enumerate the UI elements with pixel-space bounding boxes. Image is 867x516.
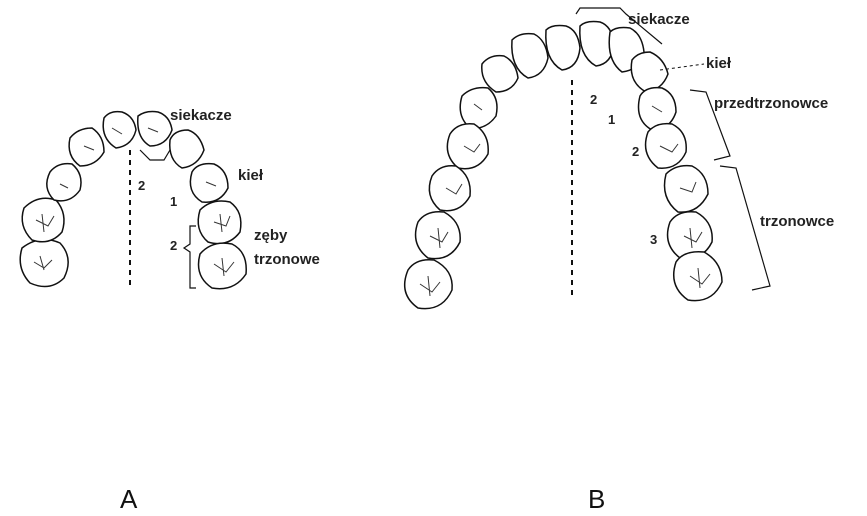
a-incisor-right-1 (138, 112, 172, 147)
a-incisor-left-1 (103, 112, 136, 148)
b-canine-leader (660, 64, 704, 70)
a-count-canine: 1 (170, 194, 177, 209)
a-incisor-right-2 (170, 130, 204, 168)
a-label-incisors: siekacze (170, 107, 232, 124)
a-label-molars-line1: zęby (254, 227, 288, 244)
b-count-molars: 3 (650, 232, 657, 247)
a-label-molars-line2: trzonowe (254, 251, 320, 268)
diagram-b: siekacze kieł przedtrzonowce trzonowce 2… (405, 8, 835, 514)
b-caption: B (588, 484, 605, 514)
b-premolar-right-2 (665, 166, 709, 213)
b-label-premolars: przedtrzonowce (714, 95, 828, 112)
a-count-incisors: 2 (138, 178, 145, 193)
diagram-a-teeth (20, 112, 246, 289)
b-incisor-center-1 (546, 26, 580, 71)
b-premolar-left-2 (429, 166, 470, 211)
a-molar-right-2 (199, 243, 247, 289)
b-label-molars: trzonowce (760, 213, 834, 230)
diagram-a: siekacze kieł zęby trzonowe 2 1 2 A (20, 107, 320, 514)
a-label-canine: kieł (238, 167, 264, 184)
b-incisor-right-2 (631, 52, 668, 92)
b-label-canine: kieł (706, 55, 732, 72)
b-molar-right-1 (668, 212, 713, 259)
a-count-molars: 2 (170, 238, 177, 253)
b-count-premolars: 2 (632, 144, 639, 159)
a-molar-bracket (184, 226, 196, 288)
b-premolar-left-1 (447, 124, 488, 169)
b-molar-right-2 (674, 252, 722, 301)
b-count-canine: 1 (608, 112, 615, 127)
a-canine-left (47, 164, 81, 201)
b-count-incisors: 2 (590, 92, 597, 107)
a-molar-left-2 (20, 239, 68, 286)
b-incisor-left-2 (482, 56, 518, 92)
a-molar-right-1 (198, 201, 241, 244)
a-incisor-bracket (140, 150, 170, 160)
a-caption: A (120, 484, 138, 514)
b-molar-left-1 (416, 212, 461, 259)
b-premolar-right-1 (646, 124, 687, 169)
b-label-incisors: siekacze (628, 11, 690, 28)
diagram-b-teeth (405, 22, 722, 309)
